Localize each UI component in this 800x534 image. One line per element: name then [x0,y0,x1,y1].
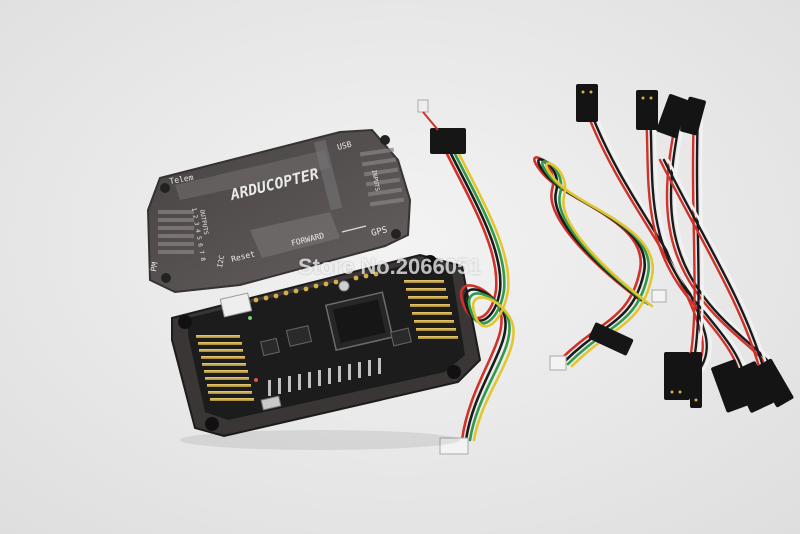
four-pin-cable-b [533,156,654,368]
four-pin-cable-a [442,146,515,442]
four-pin-socket-a-small [417,99,429,113]
flight-controller-board [171,253,482,438]
lid-label-gps: GPS [370,225,388,239]
lid-label-usb: USB [336,140,352,152]
board-shadow [180,430,460,450]
four-pin-socket-a [439,437,469,455]
four-pin-plug-a [430,128,466,154]
lid-label-pm: PM [149,261,160,272]
servo-plugs-bottom [664,352,794,413]
lid-label-outputs: OUTPUTS [198,209,209,235]
lid-arrow [341,225,367,233]
four-pin-plug-b [588,322,634,356]
arducopter-lid: ARDUCOPTER Telem USB INPUTS OUTPUTS 1 2 … [146,128,412,294]
four-pin-socket-b [549,355,567,371]
servo-plugs-top [576,84,706,138]
lid-label-telem: Telem [169,173,194,186]
lid-label-i2c: I2C [216,254,226,268]
four-pin-socket-b2 [651,289,667,303]
lid-label-inputs: INPUTS [370,169,381,192]
